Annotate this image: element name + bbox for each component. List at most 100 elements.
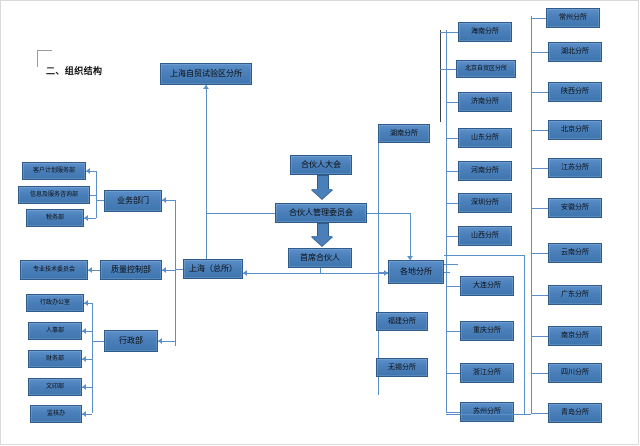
edge-hq-to-business [162, 200, 175, 201]
node-jiangsu[interactable]: 江苏分所 [548, 158, 602, 178]
arrowhead-left-admin [158, 338, 162, 344]
edge-admin-to-finance [82, 359, 92, 360]
node-inspect-office[interactable]: 监核办 [30, 405, 82, 423]
node-changzhou[interactable]: 常州分所 [546, 8, 600, 28]
node-jinan[interactable]: 济南分所 [458, 92, 512, 112]
edge-right-qingdao [531, 413, 548, 414]
arrowhead-left-inspect [82, 411, 86, 417]
node-beijing-ftz[interactable]: 北京自贸区分所 [456, 60, 516, 78]
node-henan[interactable]: 河南分所 [458, 161, 512, 181]
arrowhead-left-audit [86, 168, 90, 174]
node-sichuan[interactable]: 四川分所 [548, 363, 602, 383]
edge-right-anhui [531, 208, 548, 209]
edge-branch-right-link [446, 414, 531, 415]
node-info-service[interactable]: 信息及服务咨询部 [18, 186, 90, 204]
edge-right-beijing [531, 130, 548, 131]
node-beijing[interactable]: 北京分所 [548, 120, 602, 140]
node-hr-dept[interactable]: 人事部 [28, 322, 82, 340]
node-suzhou[interactable]: 苏州分所 [460, 402, 514, 422]
edge-admin-to-inspect [82, 414, 92, 415]
edge-right-sichuan [531, 373, 548, 374]
edge-chief-row [243, 273, 388, 274]
edge-right-yunnan [531, 253, 548, 254]
edge-committee-left-down [206, 213, 207, 259]
node-shaanxi[interactable]: 陕西分所 [548, 82, 602, 102]
node-admin-dept[interactable]: 行政部 [104, 330, 158, 352]
block-arrow-committee-to-chief [310, 223, 334, 251]
node-qingdao[interactable]: 青岛分所 [548, 403, 602, 423]
node-anhui[interactable]: 安徽分所 [548, 198, 602, 218]
edge-mid-dalian [446, 286, 460, 287]
node-business-dept[interactable]: 业务部门 [104, 190, 162, 212]
node-audit-planning[interactable]: 客户计划服务部 [22, 162, 86, 180]
edge-hq-left-stub [175, 269, 183, 270]
edge-branch-mid-spine [446, 30, 447, 412]
edge-hq-to-admin [158, 341, 175, 342]
node-wuxi[interactable]: 无锡分所 [376, 358, 428, 377]
node-admin-office[interactable]: 行政办公室 [26, 294, 84, 312]
arrowhead-left-hr [82, 328, 86, 334]
node-chief-partner[interactable]: 首席合伙人 [288, 248, 352, 268]
page-title: 二、组织结构 [46, 66, 103, 76]
node-shanghai-hq[interactable]: 上海（总所） [183, 259, 243, 279]
node-chongqing[interactable]: 重庆分所 [460, 321, 514, 341]
edge-mid-henan [446, 171, 458, 172]
node-print-dept[interactable]: 文印部 [28, 378, 82, 396]
edge-mid-jinan [446, 102, 458, 103]
arrowhead-up-shanghai-ftz [203, 85, 209, 89]
arrowhead-down-branches [407, 256, 413, 260]
edge-hq-dept-spine [175, 200, 176, 346]
edge-right-changzhou [531, 18, 546, 19]
node-tax-dept[interactable]: 税务部 [26, 209, 84, 227]
edge-hq-to-shanghai-ftz [206, 85, 207, 258]
arrowhead-left-quality [162, 267, 166, 273]
edge-right-nanjing [531, 336, 548, 337]
node-hunan[interactable]: 湖南分所 [378, 124, 430, 143]
edge-business-to-info [90, 195, 96, 196]
node-yunnan[interactable]: 云南分所 [548, 243, 602, 263]
node-quality-control[interactable]: 质量控制部 [100, 260, 162, 280]
edge-right-hubei [531, 52, 548, 53]
node-zhejiang[interactable]: 浙江分所 [460, 363, 514, 383]
edge-chief-down [320, 268, 321, 273]
edge-committee-right [367, 213, 410, 214]
node-branches[interactable]: 各地分所 [388, 260, 444, 284]
edge-mid-shenzhen [446, 203, 458, 204]
node-nanjing[interactable]: 南京分所 [548, 326, 602, 346]
node-guangdong[interactable]: 广东分所 [548, 285, 602, 305]
edge-business-child-stub [96, 200, 104, 201]
node-hainan[interactable]: 海南分所 [458, 22, 512, 42]
node-shanghai-ftz[interactable]: 上海自贸试验区分所 [160, 63, 252, 85]
node-finance-dept[interactable]: 财务部 [28, 350, 82, 368]
arrowhead-left-business [162, 197, 166, 203]
arrowhead-left-hq [243, 270, 247, 276]
edge-admin-to-office [84, 303, 92, 304]
edge-mid-hainan [440, 32, 458, 33]
edge-mid-beijing-ftz [440, 69, 456, 70]
node-shanxi[interactable]: 山西分所 [458, 226, 512, 246]
arrowhead-left-finance [82, 356, 86, 362]
edge-right-shaanxi [531, 92, 548, 93]
page-corner-mark [37, 50, 52, 67]
edge-branches-to-right-group [444, 264, 458, 265]
block-arrow-assembly-to-committee [310, 175, 334, 203]
edge-committee-left [206, 213, 275, 214]
edge-mid-shanxi [446, 236, 458, 237]
arrowhead-left-tech [88, 267, 92, 273]
node-hubei[interactable]: 湖北分所 [548, 42, 602, 62]
node-partner-committee[interactable]: 合伙人管理委员会 [275, 203, 367, 223]
node-shandong[interactable]: 山东分所 [458, 128, 512, 148]
node-partner-assembly[interactable]: 合伙人大会 [290, 155, 352, 175]
edge-mid-suzhou [446, 412, 460, 413]
node-dalian[interactable]: 大连分所 [460, 276, 514, 296]
arrowhead-right-branches [384, 270, 388, 276]
node-tech-committee[interactable]: 专业技术委员会 [20, 260, 88, 280]
edge-branch-right-spine [531, 16, 532, 414]
node-shenzhen[interactable]: 深圳分所 [458, 193, 512, 213]
edge-branch-left-stub [378, 272, 388, 273]
edge-branch-mid-stub [444, 272, 450, 273]
node-fujian[interactable]: 福建分所 [376, 312, 428, 331]
edge-right-jiangsu [531, 168, 548, 169]
edge-business-child-spine [96, 171, 97, 218]
